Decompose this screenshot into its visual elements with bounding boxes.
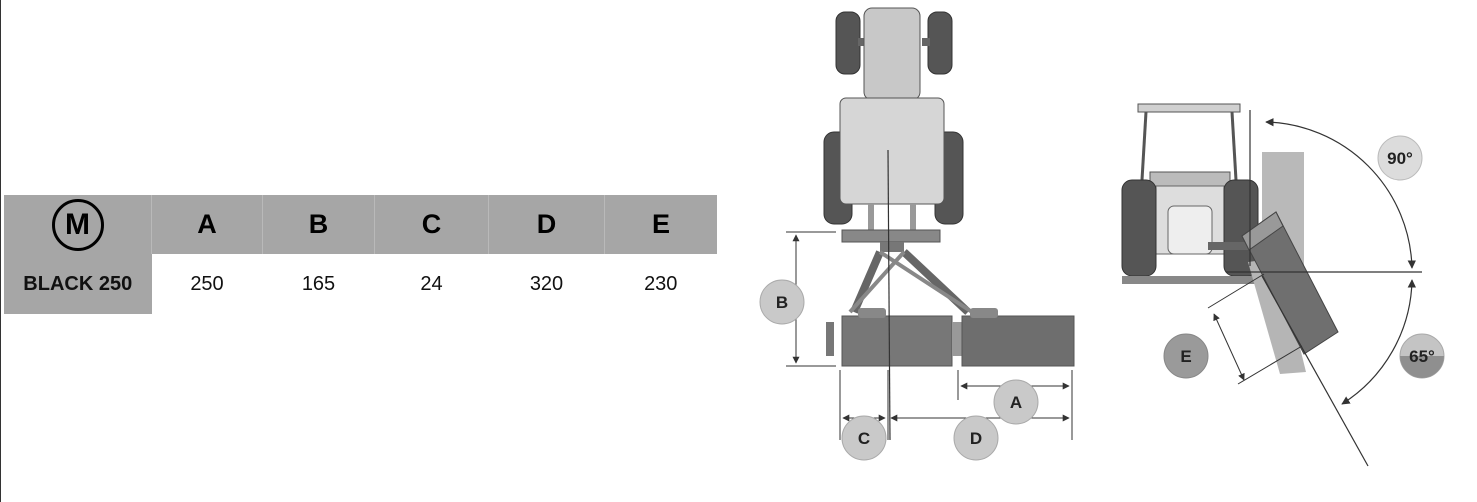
dimension-table-row: BLACK 250 250 165 24 320 230 [4, 254, 717, 314]
header-cell-a: A [151, 195, 263, 254]
value-cell-d: 320 [529, 272, 564, 295]
label-c: C [858, 429, 870, 448]
dimension-e: E [1163, 273, 1303, 385]
label-d: D [970, 429, 982, 448]
angle-65-label: 65° [1409, 347, 1435, 366]
header-cell-e: E [604, 195, 717, 254]
dimension-table: M A B C D E BLACK 250 250 165 24 320 230 [4, 195, 717, 314]
dimension-table-header-row: M A B C D E [4, 195, 717, 254]
label-e: E [1180, 347, 1191, 366]
rear-view-tractor [1121, 103, 1262, 284]
label-a: A [1010, 393, 1022, 412]
label-d-badge [953, 415, 999, 461]
angle-arc-90 [1265, 118, 1416, 269]
value-cell-b: 165 [301, 272, 336, 295]
tilt-axis-line [1261, 275, 1369, 467]
label-b-badge [759, 279, 805, 325]
angle-90-label: 90° [1387, 149, 1413, 168]
header-cell-d: D [488, 195, 605, 254]
label-b: B [776, 293, 788, 312]
label-c-badge [841, 415, 887, 461]
model-name-cell: BLACK 250 [4, 254, 152, 314]
angle-arc-65 [1341, 279, 1417, 405]
dimension-b: B [759, 231, 836, 367]
angle-90-badge [1377, 135, 1423, 181]
value-cell-a: 250 [190, 272, 224, 295]
page-left-border [0, 0, 1, 502]
model-logo-icon: M [51, 198, 104, 251]
top-view-tractor [823, 7, 1075, 441]
value-cell-e: 230 [644, 272, 678, 295]
mower-down-shadow [1248, 258, 1306, 374]
header-cell-b: B [262, 195, 375, 254]
value-cell-c: 24 [420, 272, 443, 295]
mower-dimension-diagram: B A C D [759, 7, 1445, 467]
header-cell-c: C [374, 195, 489, 254]
dimension-acd: A C D [839, 370, 1073, 461]
label-a-badge [993, 379, 1039, 425]
model-logo-cell: M [4, 195, 152, 254]
label-e-badge [1163, 333, 1209, 379]
